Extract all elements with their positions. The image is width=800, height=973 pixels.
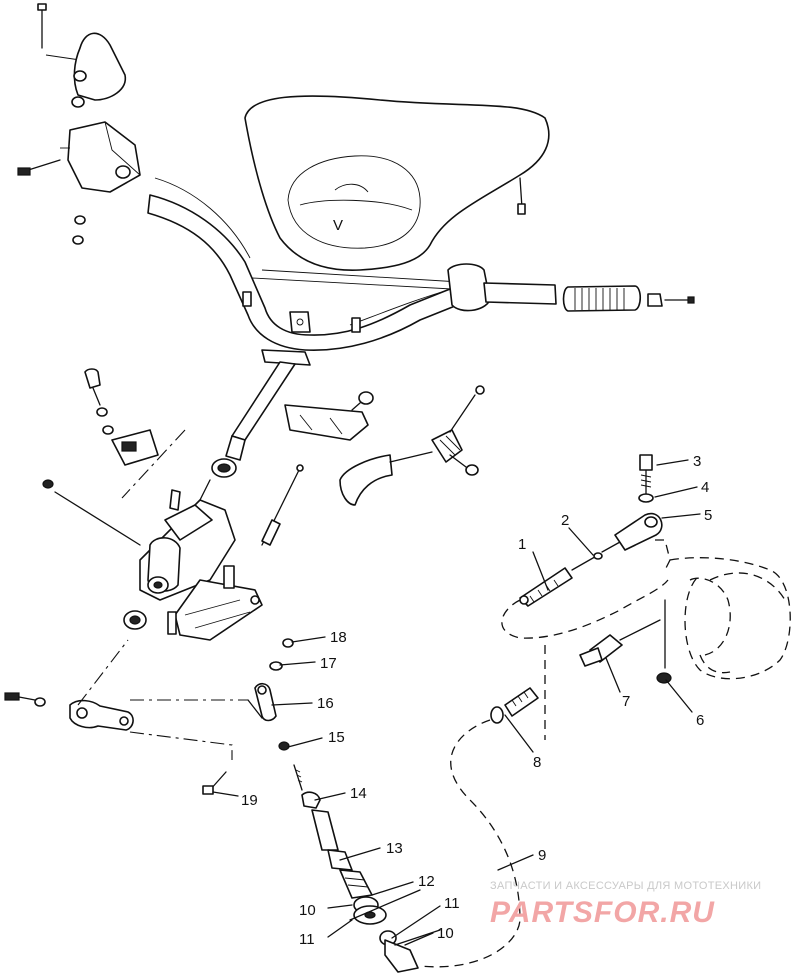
- callout-leaders: [212, 459, 701, 946]
- steering-support: [123, 489, 263, 641]
- callout-numbers: 1 2 3 4 5 6 7 8 9 10 10 11 11 12 13 14 1…: [241, 453, 712, 948]
- callout-19: 19: [241, 792, 258, 809]
- callout-2: 2: [561, 512, 569, 529]
- left-control-housing: [17, 3, 141, 245]
- hood-marking: V: [333, 217, 343, 234]
- mount-plate: [84, 368, 186, 499]
- left-nut: [42, 479, 141, 546]
- handgrip: [562, 285, 695, 312]
- watermark-caption: ЗАПЧАСТИ И АКСЕССУАРЫ ДЛЯ МОТОТЕХНИКИ: [490, 880, 761, 892]
- callout-14: 14: [350, 785, 367, 802]
- callout-6: 6: [696, 712, 704, 729]
- callout-7: 7: [622, 693, 630, 710]
- callout-4: 4: [701, 479, 709, 496]
- callout-3: 3: [693, 453, 701, 470]
- throttle-cable: [419, 454, 672, 968]
- callout-17: 17: [320, 655, 337, 672]
- callout-13: 13: [386, 840, 403, 857]
- callout-11-right: 11: [444, 895, 460, 912]
- callout-10-left: 10: [299, 902, 316, 919]
- callout-1: 1: [518, 536, 526, 553]
- callout-18: 18: [330, 629, 347, 646]
- tether-switch: [339, 385, 485, 506]
- handlebar: [147, 177, 557, 352]
- tie-rod-assembly: [129, 638, 294, 795]
- steering-column: [189, 349, 311, 521]
- handlebar-hood: V: [244, 95, 550, 271]
- cable-bracket: [284, 391, 374, 441]
- watermark: ЗАПЧАСТИ И АКСЕССУАРЫ ДЛЯ МОТОТЕХНИКИ PA…: [490, 880, 761, 929]
- callout-10-right: 10: [437, 925, 454, 942]
- threaded-rod: [261, 464, 304, 546]
- callout-15: 15: [328, 729, 345, 746]
- callout-12: 12: [418, 873, 435, 890]
- carburetor-outline: [655, 539, 791, 680]
- callout-11-left: 11: [299, 931, 315, 948]
- steering-cable-lower: [293, 764, 441, 973]
- callout-5: 5: [704, 507, 712, 524]
- watermark-brand: PARTSFOR.RU: [490, 896, 715, 929]
- callout-9: 9: [538, 847, 546, 864]
- callout-8: 8: [533, 754, 541, 771]
- callout-16: 16: [317, 695, 334, 712]
- steering-arm: [4, 639, 134, 731]
